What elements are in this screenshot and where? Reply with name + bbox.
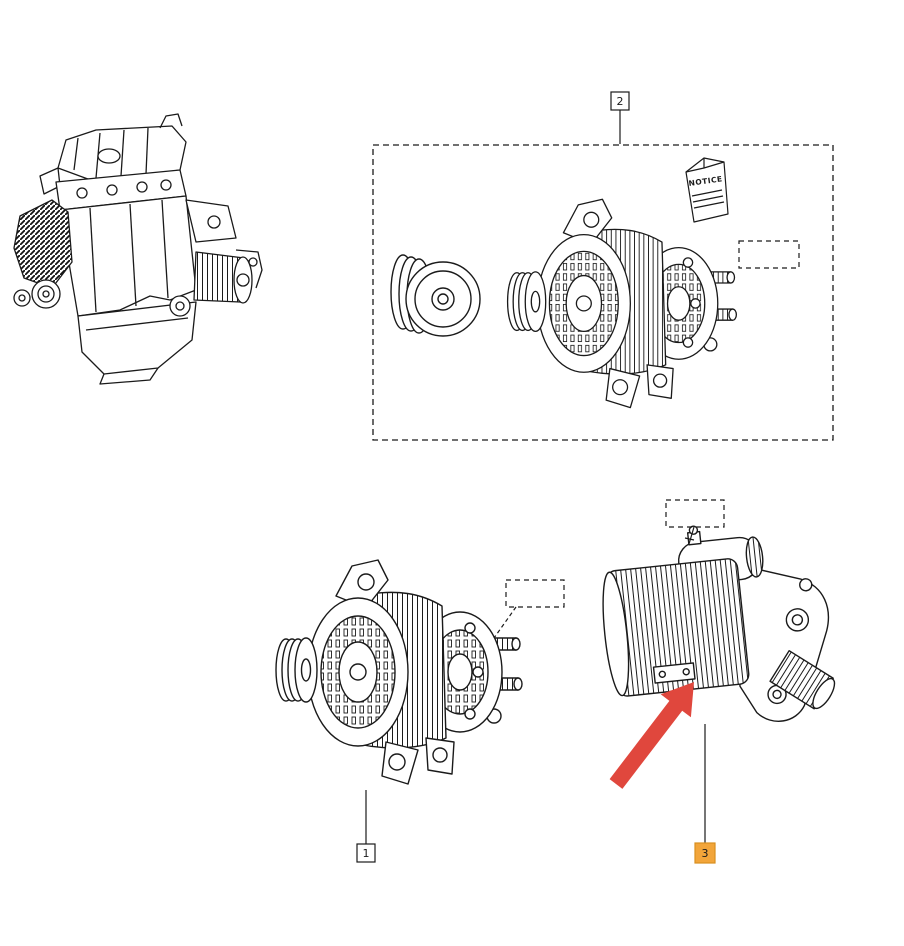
callout-2-box[interactable] bbox=[610, 91, 630, 111]
red-arrow-annotation bbox=[609, 682, 694, 789]
engine-illustration[interactable] bbox=[13, 113, 263, 385]
pulley-illustration[interactable] bbox=[390, 254, 481, 337]
alternator-kit-illustration[interactable] bbox=[506, 198, 738, 409]
callout-2[interactable]: 2 bbox=[610, 91, 630, 144]
oil-filler-cap bbox=[97, 148, 121, 164]
alternator-kit-group: NOTICE bbox=[372, 144, 834, 441]
part-label-placeholder-kit bbox=[738, 240, 800, 269]
callout-3-label: 3 bbox=[702, 847, 709, 860]
callout-3-box[interactable] bbox=[694, 842, 716, 864]
callout-2-label: 2 bbox=[617, 95, 624, 108]
callout-1-label: 1 bbox=[363, 847, 370, 860]
notice-booklet: NOTICE bbox=[685, 157, 729, 223]
callout-3[interactable]: 3 bbox=[694, 724, 716, 864]
starter-illustration[interactable] bbox=[595, 513, 843, 739]
part-label-placeholder-alternator bbox=[493, 579, 565, 639]
part-label-placeholder-starter bbox=[665, 499, 725, 545]
callout-1[interactable]: 1 bbox=[356, 790, 376, 863]
engine-alternator-shaded bbox=[13, 199, 73, 289]
callout-1-box[interactable] bbox=[356, 843, 376, 863]
alternator-illustration[interactable] bbox=[275, 559, 523, 785]
kit-boundary-box bbox=[372, 144, 834, 441]
